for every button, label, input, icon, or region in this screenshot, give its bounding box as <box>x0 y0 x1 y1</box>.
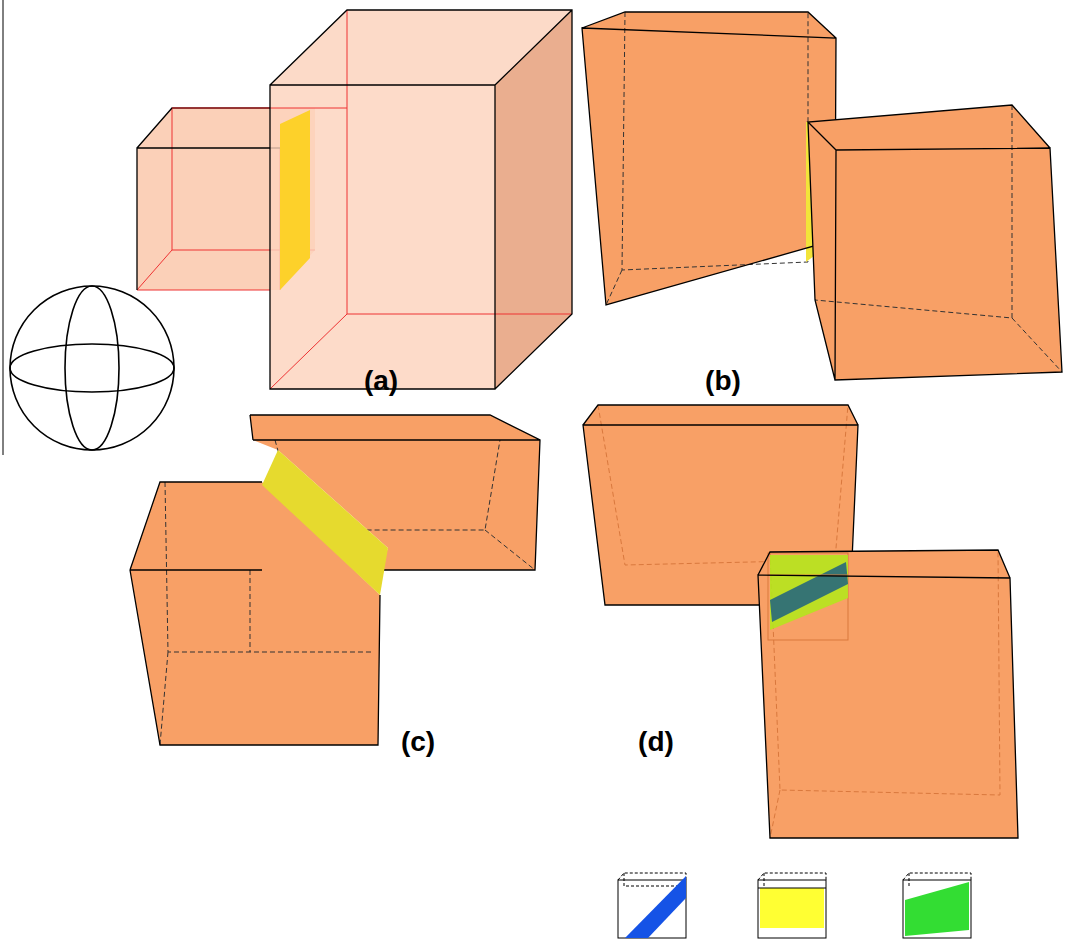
sphere-equator <box>10 344 174 392</box>
contact-face <box>770 562 848 622</box>
panel-label: (b) <box>705 366 741 397</box>
contact-face <box>262 450 388 595</box>
icon-face <box>760 888 824 928</box>
cube-edge <box>137 108 280 290</box>
hidden-edge <box>815 105 1062 372</box>
panel-label: (a) <box>364 366 398 397</box>
hidden-edge <box>770 550 1000 838</box>
icon-box <box>903 880 971 938</box>
panel-label: (c) <box>401 727 435 758</box>
icon-face <box>625 876 686 938</box>
cube-edge <box>583 405 858 605</box>
small-cube <box>137 108 315 290</box>
hidden-edge <box>606 12 808 305</box>
face-icon <box>903 873 971 938</box>
sphere-icon <box>10 286 174 450</box>
big-cube-front <box>270 85 495 389</box>
big-cube-side <box>495 10 572 389</box>
deformed-cube <box>808 105 1062 380</box>
hidden-edge <box>598 405 848 565</box>
cube-edge <box>130 482 380 745</box>
contact-face <box>770 555 848 630</box>
deformed-cube <box>583 405 858 605</box>
icon-box <box>758 880 826 938</box>
face-icon <box>618 873 686 938</box>
panel-label: (d) <box>638 727 674 758</box>
hidden-edge <box>172 10 572 389</box>
hidden-edge <box>137 108 315 290</box>
cube-edge <box>808 105 1062 380</box>
cube-edge <box>582 12 836 305</box>
icon-edge <box>758 873 826 886</box>
deformed-cube <box>582 12 836 305</box>
contact-face <box>280 110 310 290</box>
sphere-outline <box>10 286 174 450</box>
cube-edge <box>270 10 572 389</box>
icon-edge <box>618 873 686 886</box>
frame-rule <box>3 0 4 455</box>
icon-edge <box>758 888 826 889</box>
icon-edge <box>903 873 971 886</box>
face-icon <box>758 873 826 938</box>
contact-prism <box>768 553 848 640</box>
sphere-meridian <box>65 286 119 450</box>
icon-face <box>905 882 969 936</box>
cube-edge <box>758 550 1018 838</box>
deformed-cube <box>758 550 1018 838</box>
